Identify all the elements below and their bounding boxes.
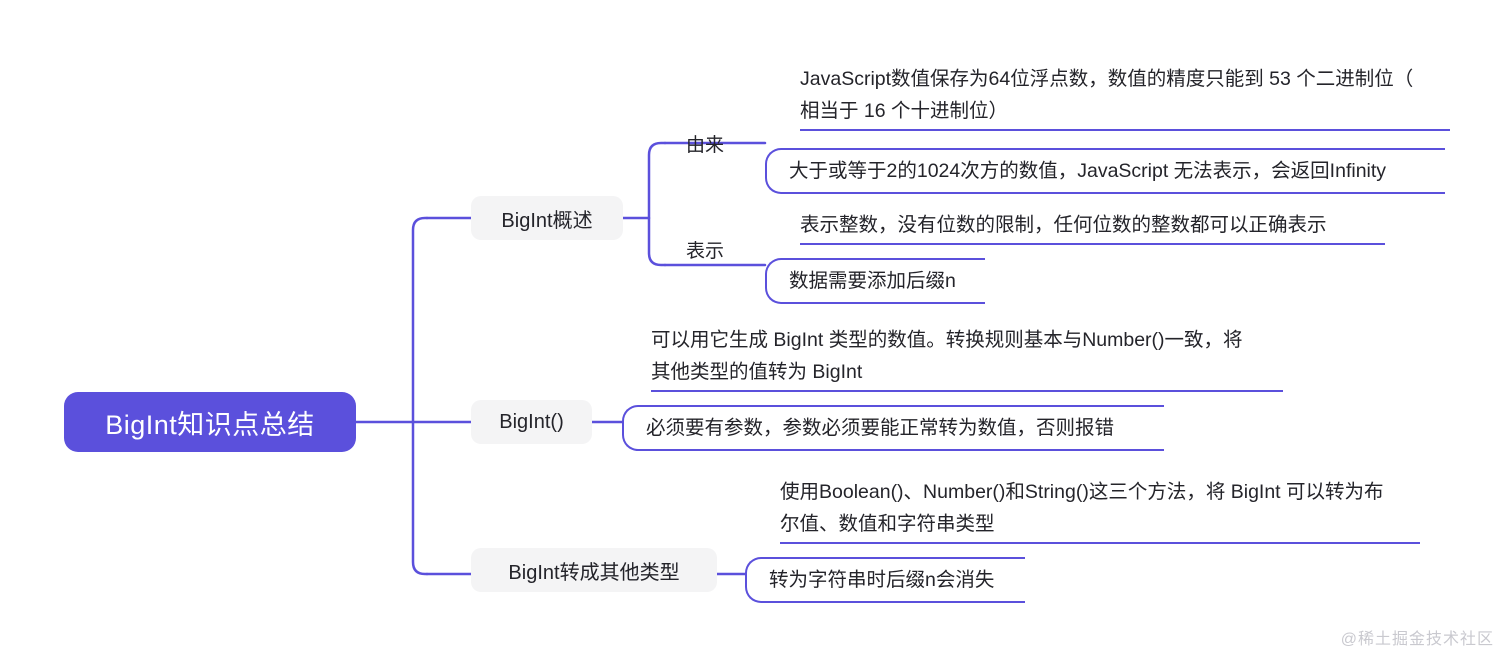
leaf-line-2: 相当于 16 个十进制位）: [800, 100, 1009, 122]
branch-label-biaoshi: 表示: [686, 236, 724, 263]
topic-label: BigInt概述: [501, 209, 593, 232]
connector-topic1-branchtrunk: [647, 141, 667, 267]
leaf-conversion-suffix[interactable]: 转为字符串时后缀n会消失: [745, 557, 1025, 603]
leaf-overview-repr-2[interactable]: 数据需要添加后缀n: [765, 258, 985, 304]
leaf-line-1: 大于或等于2的1024次方的数值，JavaScript 无法表示，会返回Infi…: [789, 160, 1387, 182]
leaf-function-desc[interactable]: 可以用它生成 BigInt 类型的数值。转换规则基本与Number()一致，将 …: [651, 324, 1283, 392]
root-node-label: BigInt知识点总结: [105, 409, 315, 440]
leaf-line-1: 表示整数，没有位数的限制，任何位数的整数都可以正确表示: [800, 214, 1327, 236]
leaf-overview-repr-1[interactable]: 表示整数，没有位数的限制，任何位数的整数都可以正确表示: [800, 209, 1385, 245]
root-node[interactable]: BigInt知识点总结: [64, 392, 356, 452]
connector-trunk: [411, 216, 429, 576]
leaf-line-2: 其他类型的值转为 BigInt: [651, 361, 863, 383]
leaf-line-1: 必须要有参数，参数必须要能正常转为数值，否则报错: [646, 417, 1115, 439]
topic-node-bigint-conversion[interactable]: BigInt转成其他类型: [471, 548, 717, 592]
leaf-line-2: 尔值、数值和字符串类型: [780, 513, 995, 535]
topic-node-bigint-overview[interactable]: BigInt概述: [471, 196, 623, 240]
leaf-line-1: 数据需要添加后缀n: [789, 270, 956, 292]
watermark: @稀土掘金技术社区: [1340, 631, 1494, 648]
leaf-line-1: 转为字符串时后缀n会消失: [769, 569, 995, 591]
topic-label: BigInt转成其他类型: [508, 561, 680, 584]
leaf-line-1: 使用Boolean()、Number()和String()这三个方法，将 Big…: [780, 481, 1384, 503]
leaf-conversion-methods[interactable]: 使用Boolean()、Number()和String()这三个方法，将 Big…: [780, 476, 1420, 544]
leaf-line-1: 可以用它生成 BigInt 类型的数值。转换规则基本与Number()一致，将: [651, 329, 1243, 351]
branch-label-youlai: 由来: [686, 130, 724, 157]
topic-label: BigInt(): [499, 410, 564, 433]
leaf-overview-origin-1[interactable]: JavaScript数值保存为64位浮点数，数值的精度只能到 53 个二进制位（…: [800, 63, 1450, 131]
branch-label-text: 表示: [686, 241, 725, 262]
leaf-function-params[interactable]: 必须要有参数，参数必须要能正常转为数值，否则报错: [622, 405, 1164, 451]
leaf-line-1: JavaScript数值保存为64位浮点数，数值的精度只能到 53 个二进制位（: [800, 68, 1414, 90]
topic-node-bigint-function[interactable]: BigInt(): [471, 400, 592, 444]
branch-label-text: 由来: [686, 135, 725, 156]
leaf-overview-origin-2[interactable]: 大于或等于2的1024次方的数值，JavaScript 无法表示，会返回Infi…: [765, 148, 1445, 194]
